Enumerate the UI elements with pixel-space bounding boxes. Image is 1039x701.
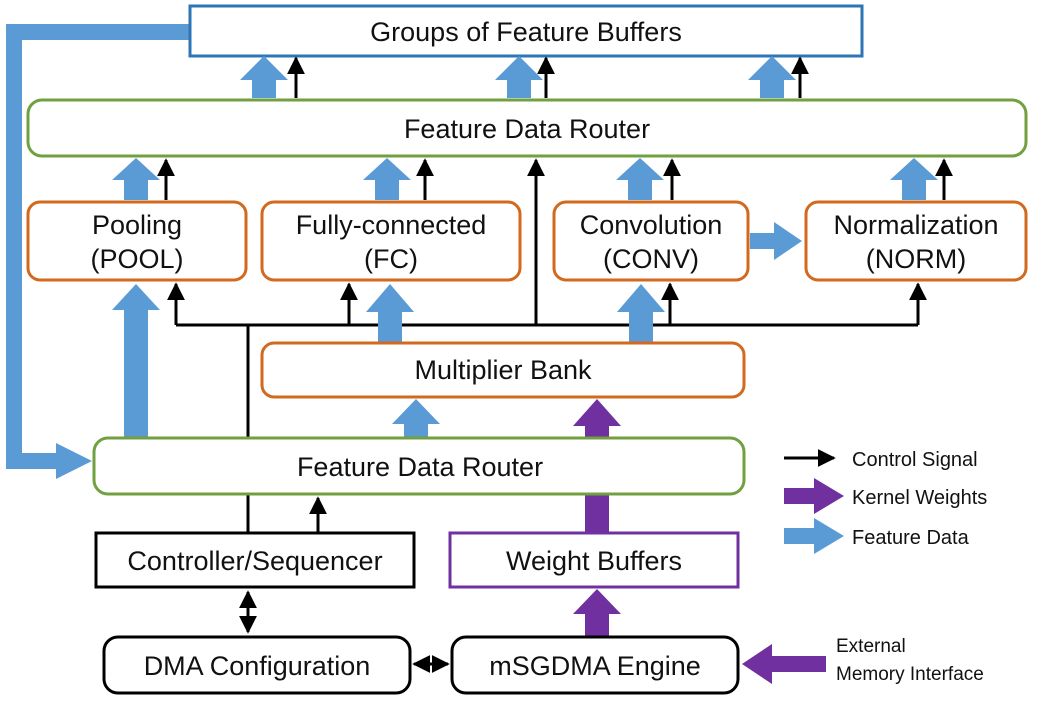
- control-bus: [167, 158, 927, 535]
- legend: Control Signal Kernel Weights Feature Da…: [784, 449, 987, 554]
- legend-kernel-weights-swatch: [784, 478, 844, 514]
- fc-label-line2: (FC): [364, 244, 418, 274]
- norm-label-line2: (NORM): [866, 244, 966, 274]
- msgdma-to-weights-arrow: [573, 589, 621, 637]
- external-memory-line2: Memory Interface: [836, 664, 984, 685]
- legend-feature-data-swatch: [784, 518, 844, 554]
- weight-buffers-label: Weight Buffers: [506, 546, 682, 576]
- conv-label-line2: (CONV): [603, 244, 699, 274]
- groups-of-feature-buffers-block: Groups of Feature Buffers: [188, 4, 864, 58]
- buffer-router-connections: [240, 56, 809, 98]
- legend-feature-data-label: Feature Data: [852, 527, 970, 549]
- controller-sequencer-label: Controller/Sequencer: [127, 546, 382, 576]
- conv-to-norm-arrow: [750, 222, 802, 260]
- pool-block: Pooling (POOL): [26, 200, 248, 282]
- multiplier-bank-block: Multiplier Bank: [260, 341, 746, 399]
- external-memory-arrow: [742, 644, 826, 684]
- feature-data-router-bottom-label: Feature Data Router: [297, 452, 543, 482]
- msgdma-engine-label: mSGDMA Engine: [489, 651, 701, 681]
- conv-label-line1: Convolution: [580, 210, 723, 240]
- conv-block: Convolution (CONV): [552, 200, 750, 282]
- feature-data-router-top-label: Feature Data Router: [404, 114, 650, 144]
- external-memory-interface-label: External Memory Interface: [836, 636, 984, 685]
- external-memory-line1: External: [836, 636, 906, 657]
- norm-label-line1: Normalization: [833, 210, 998, 240]
- norm-block: Normalization (NORM): [804, 200, 1028, 282]
- dma-configuration-block: DMA Configuration: [102, 635, 412, 695]
- multiplier-bank-label: Multiplier Bank: [414, 355, 592, 385]
- pool-label-line2: (POOL): [90, 244, 183, 274]
- fc-block: Fully-connected (FC): [260, 200, 522, 282]
- feedback-feature-path: [6, 24, 192, 479]
- fc-label-line1: Fully-connected: [296, 210, 487, 240]
- feature-data-router-top-block: Feature Data Router: [26, 98, 1028, 158]
- feature-data-router-bottom-block: Feature Data Router: [92, 436, 746, 496]
- pool-label-line1: Pooling: [92, 210, 182, 240]
- legend-control-signal-label: Control Signal: [852, 449, 978, 471]
- router-to-multiplier-arrow: [392, 399, 440, 440]
- msgdma-engine-block: mSGDMA Engine: [450, 635, 740, 695]
- controller-sequencer-block: Controller/Sequencer: [94, 531, 416, 589]
- groups-of-feature-buffers-label: Groups of Feature Buffers: [370, 17, 682, 47]
- feature-paths-mid: [112, 284, 665, 440]
- legend-kernel-weights-label: Kernel Weights: [852, 487, 987, 509]
- dma-configuration-label: DMA Configuration: [144, 651, 371, 681]
- weight-buffers-block: Weight Buffers: [448, 531, 740, 589]
- layer-to-router-connections: [112, 158, 953, 200]
